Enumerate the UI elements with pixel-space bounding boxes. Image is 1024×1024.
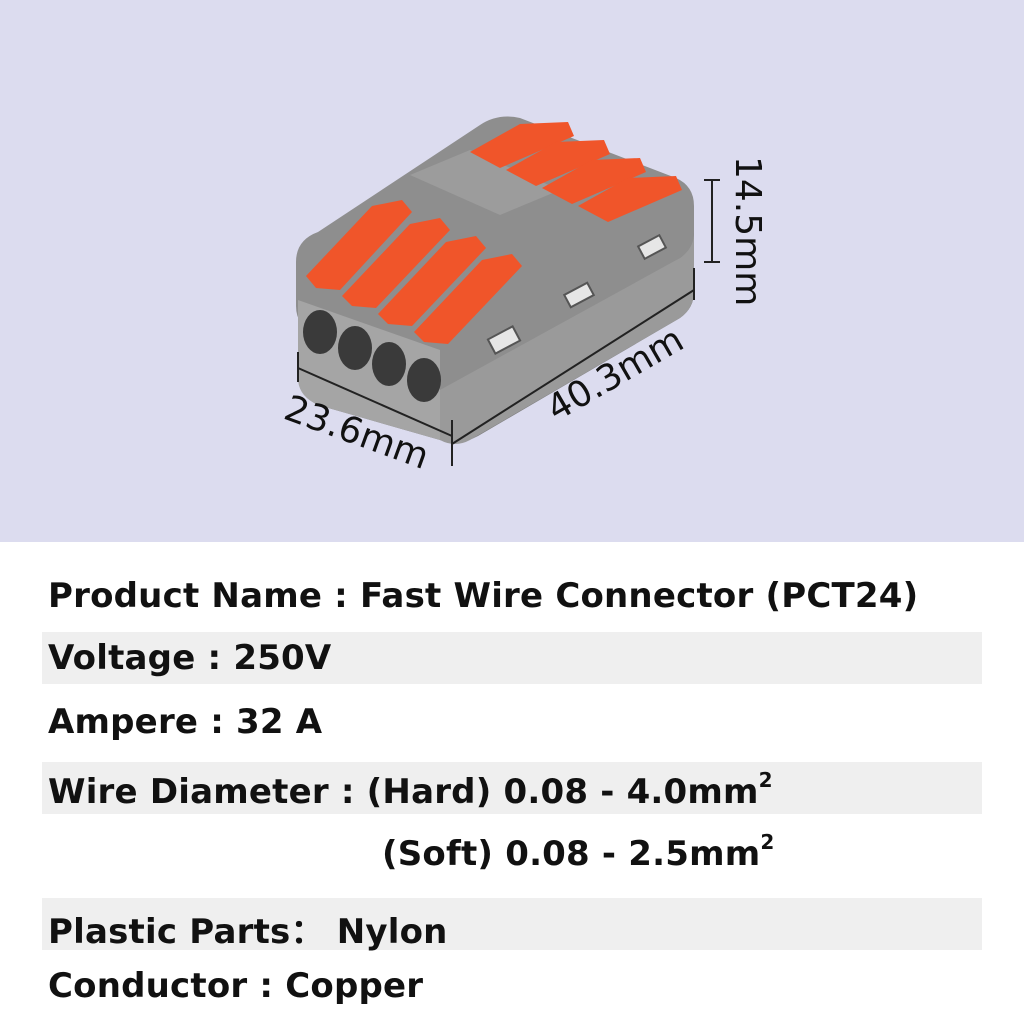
spec-row-conductor: Conductor : Copper	[42, 960, 982, 1016]
wire-hole	[372, 342, 406, 386]
lever	[306, 200, 412, 290]
lever	[578, 176, 682, 222]
housing-side	[440, 232, 694, 444]
spec-row-product-name: Product Name : Fast Wire Connector (PCT2…	[42, 570, 982, 626]
center-ridge	[410, 150, 560, 215]
wire-diameter-soft-value: (Soft) 0.08 - 2.5mm	[382, 834, 761, 874]
wire-hole	[303, 310, 337, 354]
back-levers	[470, 122, 682, 222]
product-photo-area: 23.6mm 40.3mm 14.5mm	[0, 0, 1024, 542]
lever	[414, 254, 522, 344]
wire-hole	[338, 326, 372, 370]
lever	[542, 158, 646, 204]
wire-connector-illustration: 23.6mm 40.3mm 14.5mm	[279, 116, 768, 478]
conductor-text: Conductor : Copper	[48, 966, 424, 1006]
lever	[470, 122, 574, 168]
wire-hole	[407, 358, 441, 402]
ampere-text: Ampere : 32 A	[48, 702, 323, 742]
spec-row-wire-diameter-soft: (Soft) 0.08 - 2.5mm2	[42, 824, 982, 880]
product-name-text: Product Name : Fast Wire Connector (PCT2…	[48, 576, 919, 616]
height-label: 14.5mm	[727, 156, 768, 306]
plastic-parts-text: Plastic Parts： Nylon	[48, 912, 448, 952]
front-levers	[306, 200, 522, 344]
unit-superscript: 2	[758, 768, 773, 792]
test-slot	[562, 281, 596, 309]
spec-row-voltage: Voltage : 250V	[42, 632, 982, 684]
wire-holes	[303, 310, 441, 402]
dim-line-width	[297, 367, 453, 437]
spec-row-plastic-parts: Plastic Parts： Nylon	[42, 898, 982, 952]
test-slots	[486, 233, 668, 355]
lever	[506, 140, 610, 186]
dim-line-length	[451, 289, 695, 445]
spec-row-ampere: Ampere : 32 A	[42, 696, 982, 752]
spec-row-wire-diameter-hard: Wire Diameter : (Hard) 0.08 - 4.0mm2	[42, 762, 982, 814]
unit-superscript: 2	[760, 830, 775, 854]
voltage-text: Voltage : 250V	[48, 638, 332, 678]
lever	[342, 218, 450, 308]
test-slot	[486, 325, 522, 355]
wire-diameter-hard-value: Wire Diameter : (Hard) 0.08 - 4.0mm	[48, 772, 759, 812]
wire-diameter-hard-text: Wire Diameter : (Hard) 0.08 - 4.0mm2	[48, 768, 773, 812]
dimension-lines	[297, 179, 720, 466]
test-slot	[636, 233, 668, 261]
wire-diameter-soft-text: (Soft) 0.08 - 2.5mm2	[382, 830, 775, 874]
spec-list: Product Name : Fast Wire Connector (PCT2…	[0, 542, 1024, 1024]
lever	[378, 236, 486, 326]
